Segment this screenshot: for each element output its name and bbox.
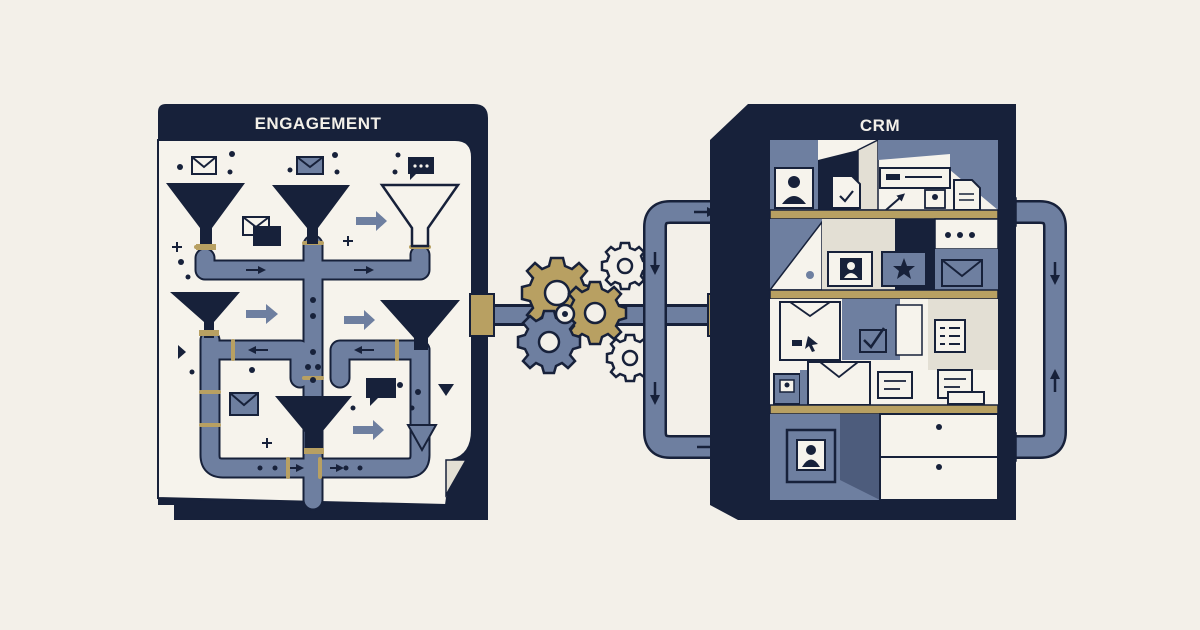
box-icon <box>779 301 841 361</box>
crm-row-3 <box>770 299 998 406</box>
chat-bubble-icon <box>408 157 434 180</box>
star-icon <box>881 251 927 287</box>
chat-bubble-icon <box>366 378 396 406</box>
gear-icon <box>600 241 650 291</box>
crm-row-2 <box>768 218 999 291</box>
user-card-icon <box>774 167 814 209</box>
check-icon <box>859 327 887 353</box>
valve-icon <box>554 303 576 325</box>
document-icon <box>937 369 985 405</box>
crm-panel: CRM <box>643 104 1067 520</box>
document-icon <box>877 371 913 399</box>
arrow-right-icon <box>246 211 387 440</box>
document-icon <box>953 179 981 211</box>
shelf <box>769 209 999 220</box>
shelf <box>769 404 999 415</box>
crm-title: CRM <box>860 116 900 135</box>
funnel-icon <box>406 424 438 453</box>
funnel-icon <box>170 292 240 338</box>
engagement-title: ENGAGEMENT <box>255 114 382 133</box>
user-card-icon <box>773 373 801 405</box>
envelope-icon <box>229 392 259 416</box>
envelope-icon <box>191 156 217 175</box>
envelope-icon <box>296 156 324 175</box>
funnel-icon <box>380 300 460 350</box>
shelf <box>769 289 999 300</box>
crm-row-4 <box>770 413 999 501</box>
envelope-icon <box>242 216 281 246</box>
box-icon <box>807 361 871 406</box>
triangle-marker-icon <box>178 345 454 396</box>
pipe-flow-arrows <box>246 266 374 472</box>
gear-icon <box>562 280 628 346</box>
funnel-icon <box>275 396 352 454</box>
decorative-dots <box>177 151 421 411</box>
plus-icon <box>172 236 353 448</box>
checklist-icon <box>934 319 966 353</box>
engagement-panel: ENGAGEMENT <box>157 104 488 520</box>
drawer-icon <box>879 456 999 501</box>
card-icon <box>879 167 951 211</box>
funnel-icon <box>272 185 350 244</box>
funnel-icon <box>166 183 245 250</box>
gear-icon <box>516 309 582 375</box>
drawer-icon <box>879 413 999 458</box>
user-card-icon <box>827 251 873 287</box>
funnel-icon <box>379 183 461 248</box>
envelope-icon <box>941 259 983 287</box>
user-card-icon <box>785 428 837 484</box>
document-icon <box>831 175 861 209</box>
crm-row-1 <box>770 138 998 211</box>
